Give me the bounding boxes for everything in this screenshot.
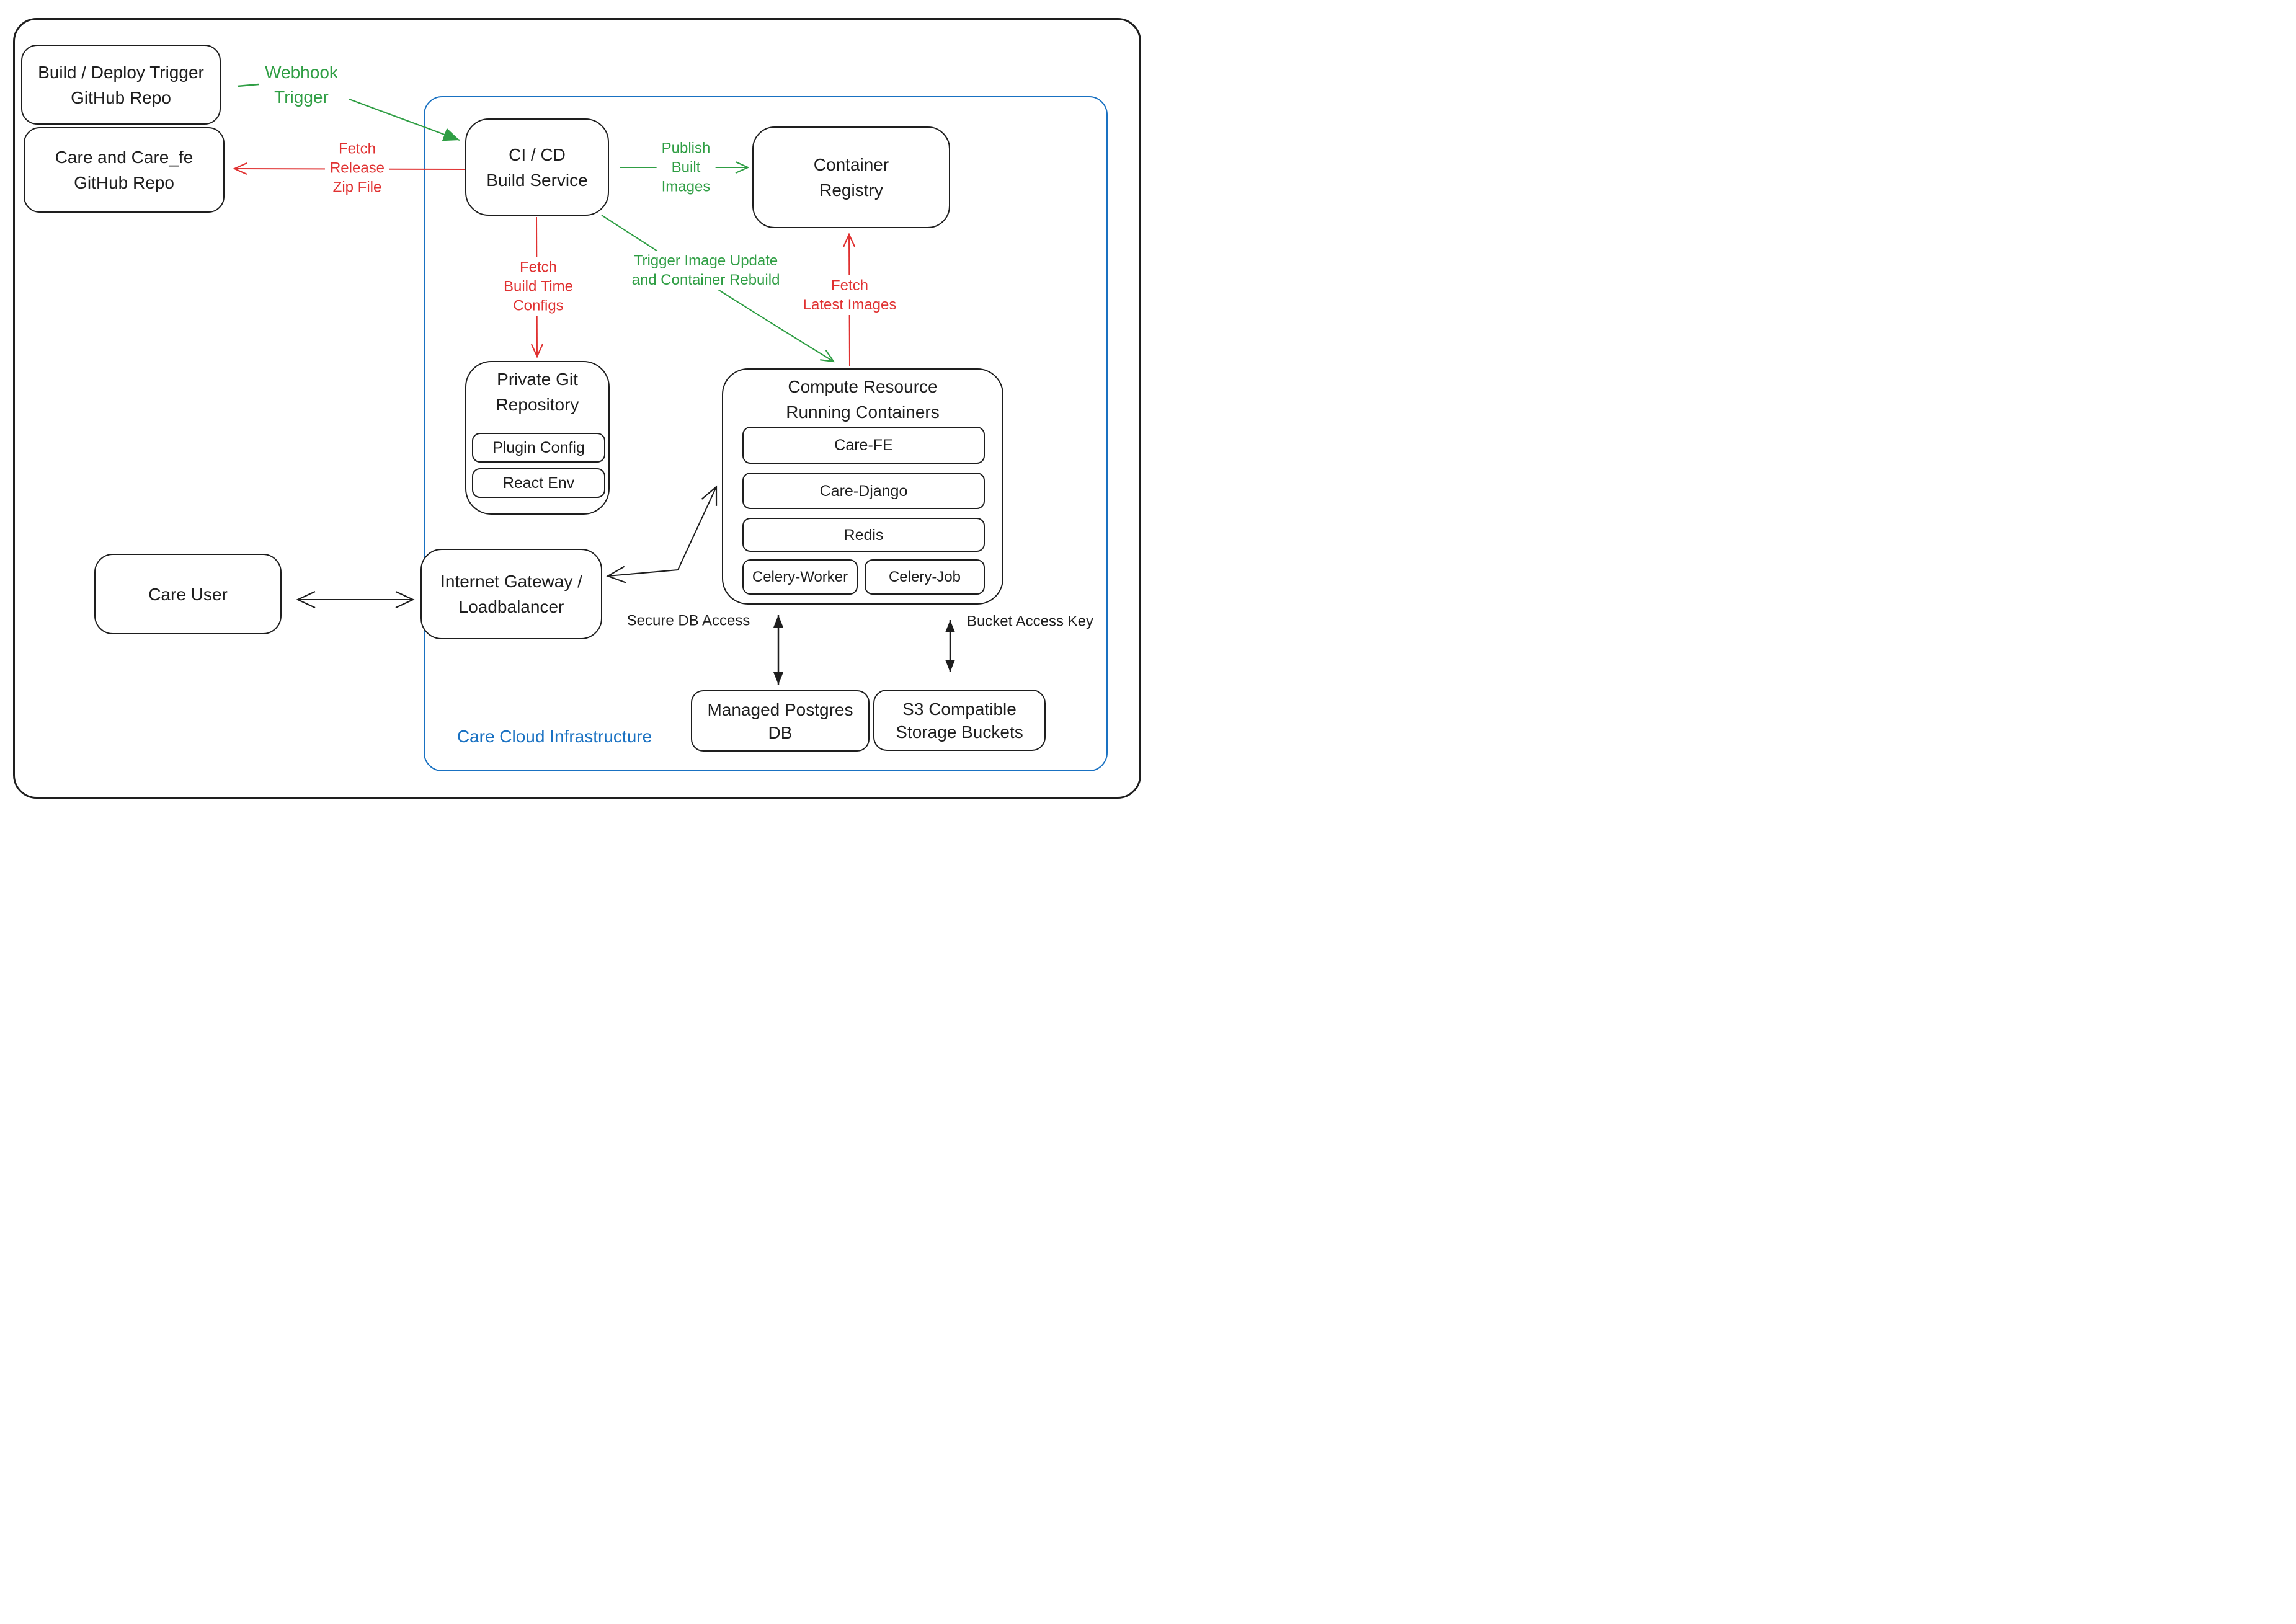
node-label: Private Git — [497, 370, 578, 389]
node-label: Care and Care_fe — [55, 148, 194, 167]
label-line: Images — [661, 178, 711, 195]
label-line: Publish — [661, 140, 711, 157]
node-label: Care User — [148, 584, 228, 604]
node-care-github-repo: Care and Care_fe GitHub Repo — [24, 127, 225, 213]
node-label: GitHub Repo — [74, 173, 174, 192]
node-care-user: Care User — [94, 554, 282, 634]
label-line: Latest Images — [803, 296, 897, 313]
node-label: Container — [813, 155, 889, 174]
label-line: Configs — [513, 297, 564, 314]
node-label: CI / CD — [509, 144, 566, 164]
node-managed-postgres-db: Managed Postgres DB — [691, 690, 870, 752]
node-label: Internet Gateway / — [440, 572, 582, 591]
node-label: Registry — [819, 180, 883, 200]
label-line: Fetch — [519, 259, 558, 276]
label-fetch-release-zip: Fetch Release Zip File — [324, 138, 390, 198]
node-label: Repository — [496, 395, 579, 414]
node-compute-resource: Compute Resource Running Containers Care… — [722, 368, 1003, 605]
care-cloud-infrastructure-region — [424, 96, 1108, 771]
label-line: Fetch — [338, 140, 376, 158]
subnode-plugin-config: Plugin Config — [472, 433, 605, 463]
label-line: Secure DB Access — [626, 612, 750, 629]
subnode-care-django: Care-Django — [742, 473, 985, 509]
subnode-label: React Env — [502, 474, 575, 492]
label-line: and Container Rebuild — [631, 272, 780, 288]
node-container-registry: Container Registry — [752, 126, 950, 228]
label-line: Fetch — [830, 277, 869, 294]
label-line: Webhook — [265, 63, 338, 82]
label-line: Care Cloud Infrastructure — [456, 727, 652, 746]
subnode-react-env: React Env — [472, 468, 605, 498]
architecture-diagram: Build / Deploy Trigger GitHub Repo Care … — [0, 0, 1148, 812]
label-secure-db-access: Secure DB Access — [627, 611, 750, 631]
node-build-deploy-trigger-repo: Build / Deploy Trigger GitHub Repo — [21, 45, 221, 125]
subnode-label: Care-FE — [834, 437, 893, 454]
subnode-label: Celery-Worker — [752, 568, 848, 585]
node-label: Build / Deploy Trigger — [38, 62, 204, 82]
label-publish-built-images: Publish Built Images — [656, 138, 716, 197]
node-label: Storage Buckets — [896, 722, 1023, 742]
node-label: S3 Compatible — [902, 699, 1017, 719]
node-private-git-repository: Private Git Repository Plugin Config Rea… — [465, 361, 610, 515]
node-label: Managed Postgres — [707, 699, 853, 719]
label-line: Release — [329, 159, 385, 177]
node-cicd-build-service: CI / CD Build Service — [465, 118, 609, 216]
diagram-outer-border — [13, 18, 1141, 799]
label-line: Bucket Access Key — [966, 613, 1094, 630]
subnode-label: Care-Django — [819, 482, 908, 500]
node-s3-storage-buckets: S3 Compatible Storage Buckets — [873, 690, 1046, 751]
label-line: Trigger — [274, 87, 329, 107]
subnode-care-fe: Care-FE — [742, 427, 985, 464]
node-label: Build Service — [486, 170, 588, 190]
subnode-celery-job: Celery-Job — [865, 559, 985, 595]
label-webhook-trigger: Webhook Trigger — [265, 60, 338, 110]
node-internet-gateway: Internet Gateway / Loadbalancer — [420, 549, 602, 639]
node-label: Loadbalancer — [458, 597, 564, 616]
label-line: Built — [671, 159, 701, 176]
label-bucket-access-key: Bucket Access Key — [967, 612, 1093, 631]
node-label: DB — [768, 722, 793, 742]
label-fetch-build-time-configs: Fetch Build Time Configs — [498, 257, 579, 316]
subnode-redis: Redis — [742, 518, 985, 552]
label-line: Build Time — [503, 278, 574, 295]
label-trigger-image-update: Trigger Image Update and Container Rebui… — [626, 251, 785, 290]
subnode-label: Redis — [843, 526, 884, 544]
node-label: Running Containers — [786, 402, 940, 422]
node-label: GitHub Repo — [71, 87, 171, 107]
subnode-label: Celery-Job — [888, 568, 961, 585]
label-line: Trigger Image Update — [633, 252, 778, 269]
label-care-cloud-infrastructure: Care Cloud Infrastructure — [457, 724, 652, 749]
label-line: Zip File — [332, 179, 382, 196]
label-fetch-latest-images: Fetch Latest Images — [798, 275, 902, 315]
subnode-label: Plugin Config — [492, 439, 585, 456]
node-label: Compute Resource — [788, 377, 938, 396]
subnode-celery-worker: Celery-Worker — [742, 559, 858, 595]
